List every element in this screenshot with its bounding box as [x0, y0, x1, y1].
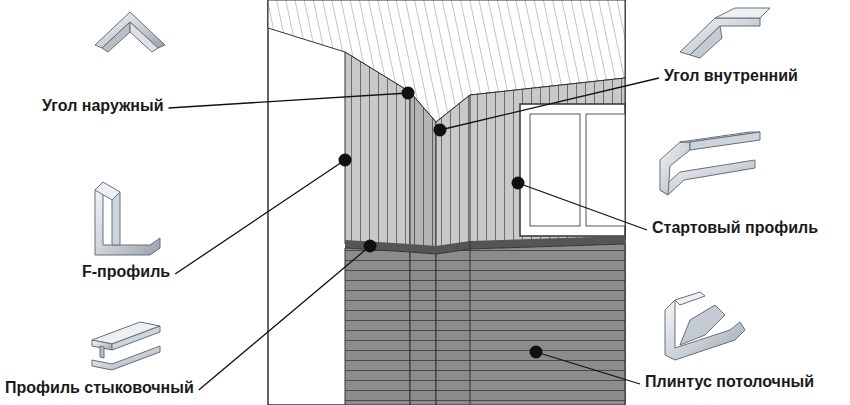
outer-corner-icon: [95, 12, 165, 52]
f-profile-icon: [95, 182, 160, 255]
corner-edge: [470, 95, 471, 405]
leader-line: [518, 183, 647, 230]
leader-dot: [530, 346, 543, 359]
part-label: Угол внутренний: [664, 66, 798, 86]
leader-line: [536, 352, 640, 384]
part-label: Угол наружный: [42, 96, 164, 116]
leader-dot: [402, 87, 415, 100]
window: [586, 114, 625, 226]
part-label: Стартовый профиль: [652, 218, 818, 238]
wall-panels: [436, 78, 625, 250]
wall-panels: [345, 52, 410, 248]
leader-dot: [364, 240, 377, 253]
leader-dot: [512, 177, 525, 190]
part-label: Профиль стыковочный: [5, 378, 194, 398]
starter-profile-icon: [660, 132, 760, 195]
leader-line: [169, 93, 408, 108]
wall-panels-lower: [410, 252, 436, 405]
window: [530, 114, 580, 226]
leader-line: [175, 160, 345, 274]
wall-panels-lower: [436, 244, 625, 405]
ceiling-plinth-icon: [665, 292, 745, 360]
leader-line: [440, 78, 659, 130]
leader-dot: [434, 124, 447, 137]
leader-dot: [339, 154, 352, 167]
wall-panels: [410, 92, 436, 250]
inner-corner-icon: [680, 8, 770, 58]
joining-profile-icon: [92, 322, 160, 370]
wall-panels-lower: [345, 248, 410, 405]
part-label: Плинтус потолочный: [645, 372, 814, 392]
part-label: F-профиль: [82, 262, 170, 282]
leader-line: [199, 246, 370, 390]
